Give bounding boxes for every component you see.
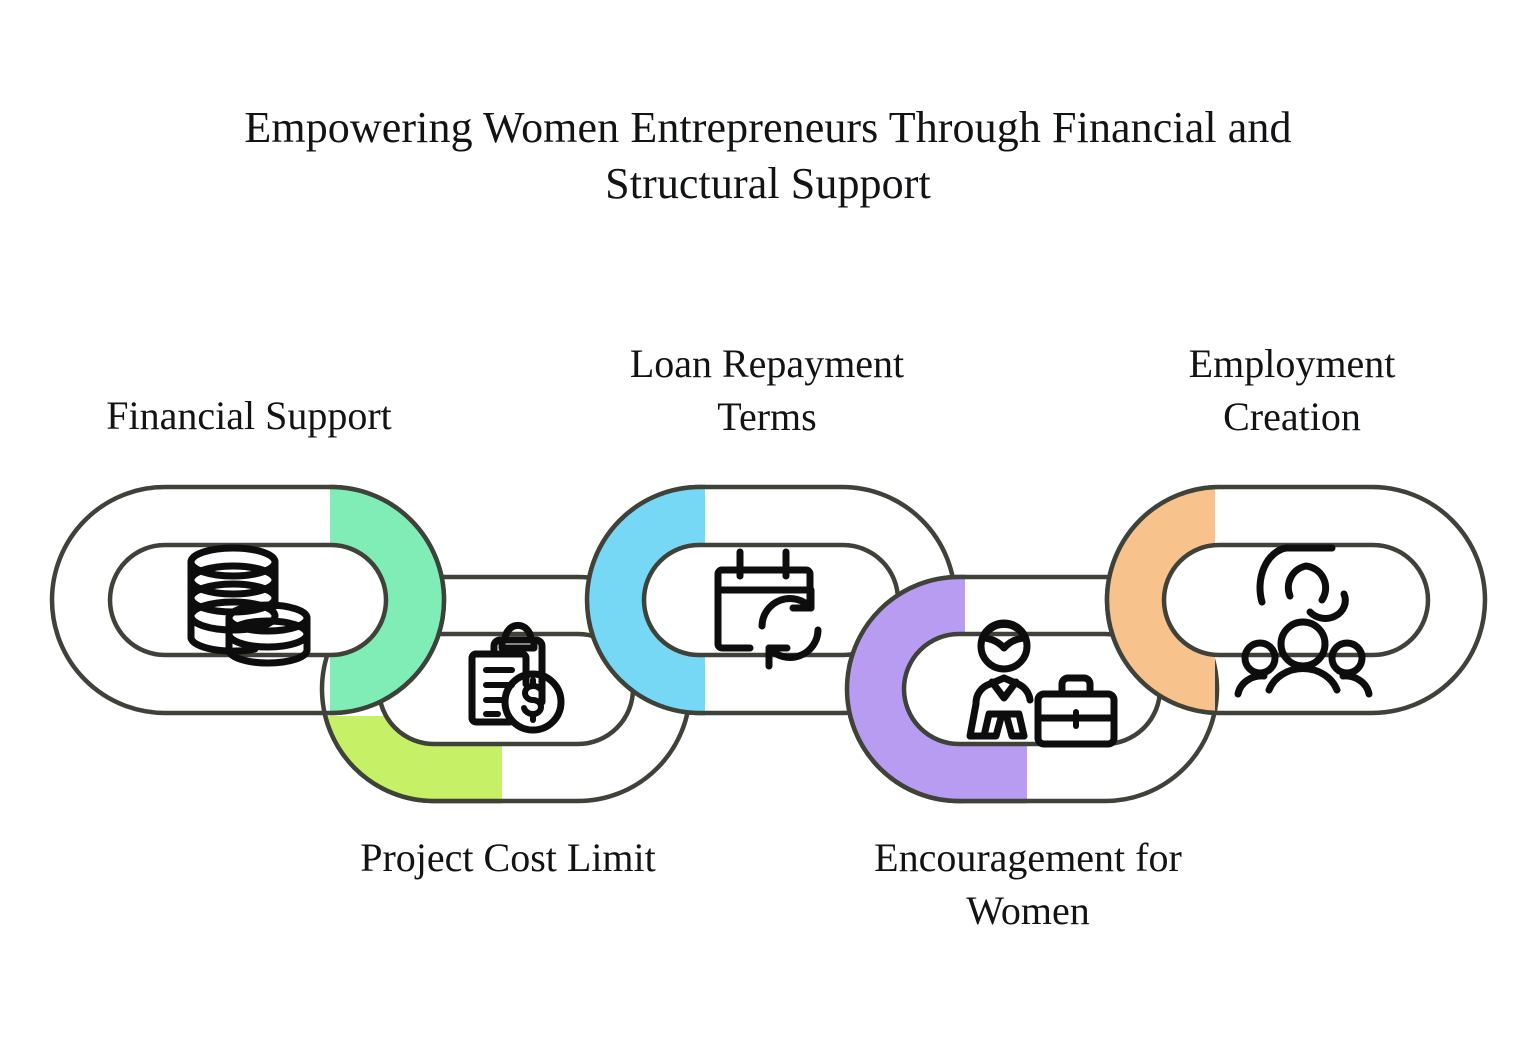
page-title: Empowering Women Entrepreneurs Through F…	[0, 100, 1536, 213]
chain-link-1-label: Financial Support	[106, 393, 392, 438]
chain-link-5-label: Employment Creation	[1188, 341, 1396, 439]
chain-link-1-over-link-2	[330, 484, 447, 716]
clipboard-dollar-icon	[468, 621, 565, 734]
chain-link-3-label: Loan Repayment Terms	[629, 341, 905, 439]
chain-link-5-over-link-4	[1104, 484, 1215, 716]
chain-link-3-over-link-2	[587, 484, 705, 716]
people-group-icon	[1234, 544, 1373, 698]
calendar-refresh-icon	[714, 548, 822, 670]
page-title-line-1: Empowering Women Entrepreneurs Through F…	[244, 103, 1292, 152]
businesswoman-briefcase-icon	[966, 619, 1118, 748]
chain-link-2-label: Project Cost Limit	[360, 835, 656, 880]
chain-link-4-label: Encouragement for Women	[874, 835, 1182, 933]
coins-stack-icon	[187, 544, 311, 667]
page-title-line-2: Structural Support	[605, 159, 931, 209]
